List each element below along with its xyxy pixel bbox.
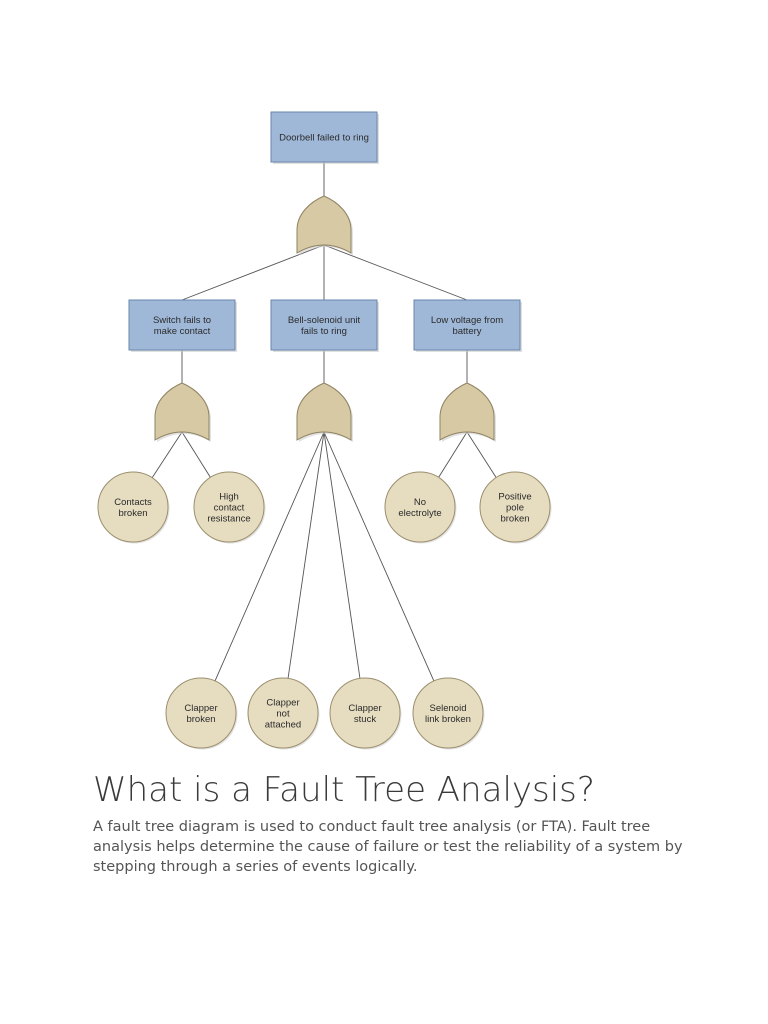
node-label-line: No (414, 497, 426, 508)
node-label-line: broken (118, 508, 147, 519)
node-label-line: Switch fails to (153, 315, 211, 326)
page-title: What is a Fault Tree Analysis? (93, 770, 595, 810)
node-label-line: link broken (425, 714, 471, 725)
node-label-line: Bell-solenoid unit (288, 315, 361, 326)
node-label-line: not (276, 708, 290, 719)
connector-line (323, 431, 435, 682)
node-label-line: broken (186, 714, 215, 725)
basic-event-shape (479, 471, 551, 543)
node-label-line: attached (265, 719, 301, 730)
connector-line (214, 431, 325, 682)
basic-event-shape (165, 677, 237, 749)
basic-event-shape (193, 471, 265, 543)
basic-event-shape (247, 677, 319, 749)
or-gate-icon (154, 382, 210, 441)
or-gate-icon (296, 195, 352, 254)
logic-gates (154, 195, 496, 442)
node-label-line: Selenoid (430, 703, 467, 714)
connector-line (438, 431, 468, 478)
node-label-line: Doorbell failed to ring (279, 132, 369, 143)
event-box-shape (128, 299, 236, 351)
connector-lines (151, 162, 497, 682)
connector-line (323, 431, 361, 679)
node-label-line: pole (506, 502, 524, 513)
basic-event-shape (329, 677, 401, 749)
basic-event-shape (412, 677, 484, 749)
node-label-line: broken (500, 513, 529, 524)
or-gate-icon (439, 382, 495, 441)
event-box-shape (413, 299, 521, 351)
node-label-line: Clapper (266, 697, 299, 708)
event-box-shape (270, 299, 378, 351)
connector-line (323, 244, 468, 301)
or-gate-icon (296, 382, 352, 441)
node-label-line: make contact (154, 326, 211, 337)
node-label-line: resistance (207, 513, 250, 524)
node-label-line: Low voltage from (431, 315, 503, 326)
basic-event-shape (97, 471, 169, 543)
node-label-line: High (219, 491, 239, 502)
event-box-shape (270, 111, 378, 163)
connector-line (466, 431, 497, 478)
node-label-line: Positive (498, 491, 531, 502)
node-label-line: contact (214, 502, 245, 513)
node-label-line: Contacts (114, 497, 152, 508)
basic-events: ContactsbrokenHighcontactresistanceNoele… (97, 471, 552, 750)
connector-line (181, 431, 211, 478)
connector-line (181, 244, 325, 301)
node-label-line: stuck (354, 714, 376, 725)
node-label-line: battery (452, 326, 481, 337)
article-body: A fault tree diagram is used to conduct … (93, 819, 683, 875)
node-label-line: fails to ring (301, 326, 347, 337)
node-label-line: electrolyte (398, 508, 441, 519)
basic-event-shape (384, 471, 456, 543)
connector-line (151, 431, 183, 478)
node-label-line: Clapper (184, 703, 217, 714)
node-label-line: Clapper (348, 703, 381, 714)
top-event-box: Doorbell failed to ring (270, 111, 379, 164)
connector-line (287, 431, 325, 679)
